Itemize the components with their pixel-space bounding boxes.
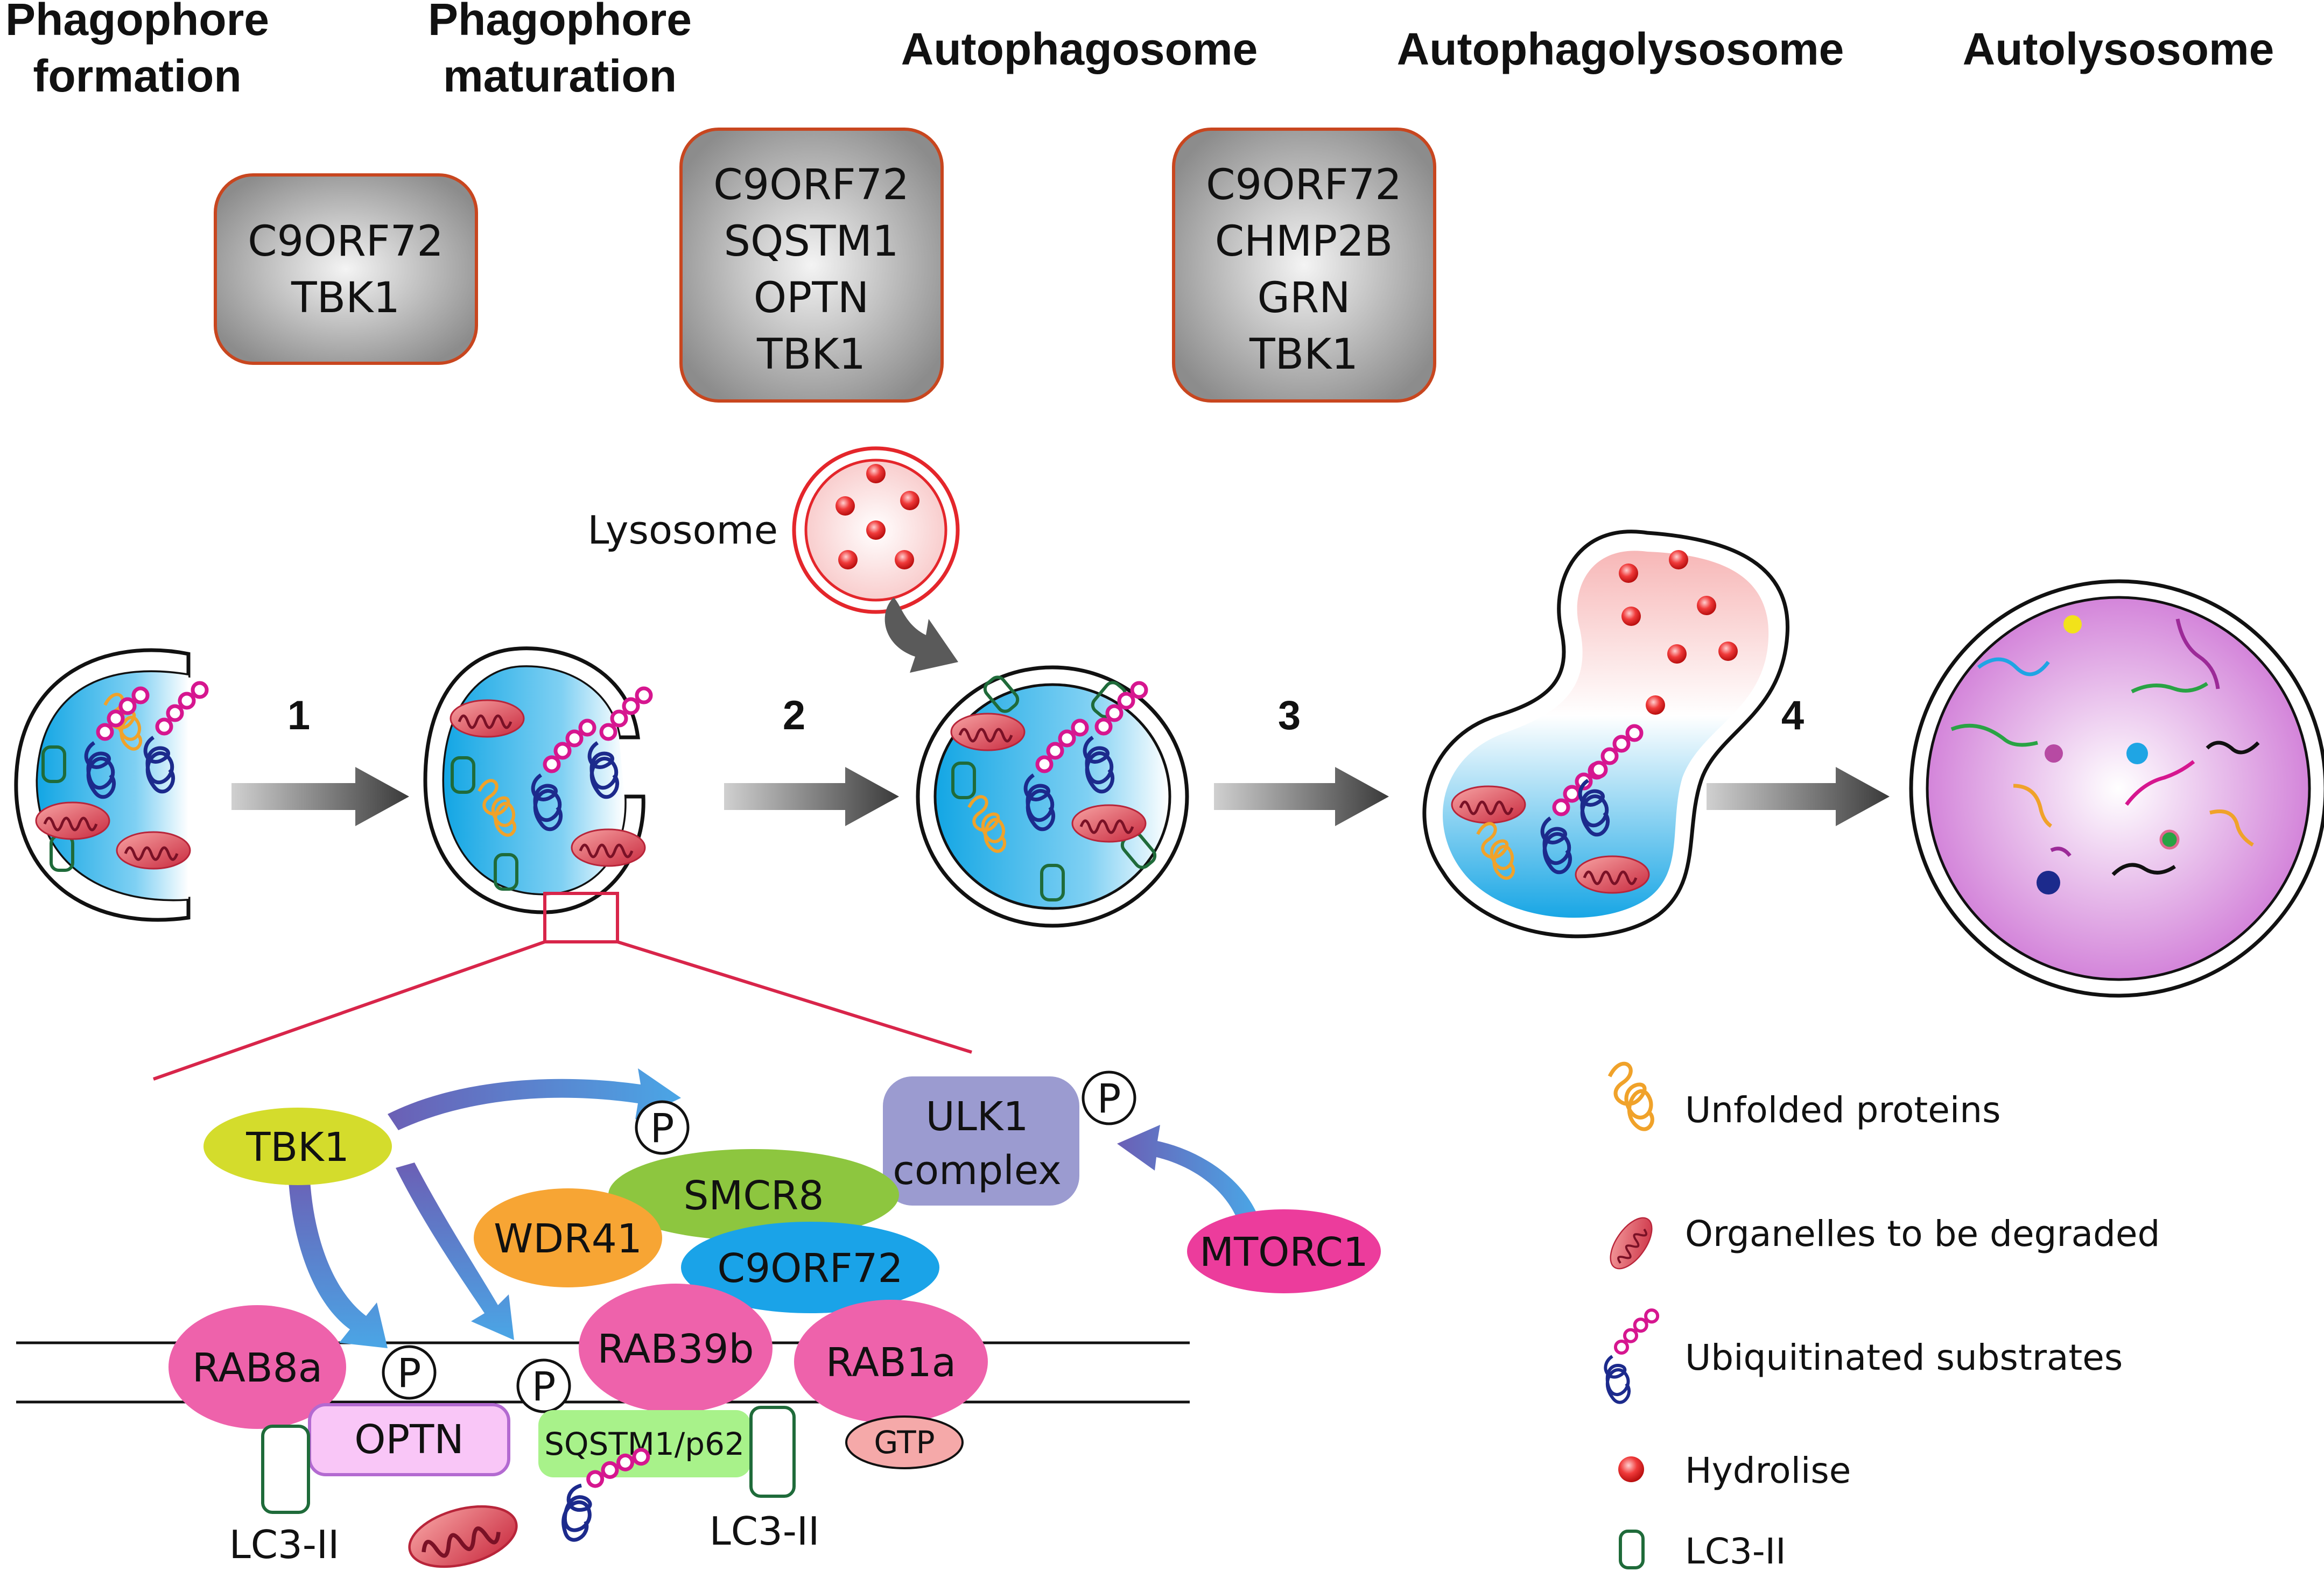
rab1a-label: RAB1a [826,1340,956,1386]
gene-box-3: C9ORF72 CHMP2B GRN TBK1 [1172,128,1436,403]
step-number-3: 3 [1278,693,1301,738]
mtorc1-label: MTORC1 [1199,1229,1368,1276]
ubiquitinated-substrate-icon [1605,1310,1658,1403]
c9orf72-label: C9ORF72 [717,1245,903,1292]
stage-title-2: Phagophore [428,0,692,45]
gtp-molecule: GTP [845,1415,964,1469]
lc3-right [749,1406,796,1498]
step-number-2: 2 [783,693,805,738]
smcr8-label: SMCR8 [684,1173,824,1219]
unfolded-protein-icon [1610,1063,1652,1129]
rab8a-protein: RAB8a [168,1305,346,1429]
cargo-mitochondrion [403,1496,523,1577]
p-marker-smcr8: P [635,1100,690,1155]
lc3-icon [1619,1530,1645,1569]
wdr41-label: WDR41 [494,1216,642,1262]
lysosome [792,446,960,614]
tbk1-label: TBK1 [245,1124,349,1171]
zoom-line-right [617,940,972,1054]
lc3-left [261,1425,310,1514]
lysosome-label: Lysosome [587,508,778,553]
hydrolase-icon [1618,1456,1644,1482]
step-arrow-2 [724,767,899,826]
autophagolysosome-cell [1422,530,1789,939]
gene-box-3-gene: TBK1 [1249,330,1358,379]
rab39b-label: RAB39b [598,1326,754,1372]
zoom-line-left [153,940,545,1081]
step-number-4: 4 [1781,693,1804,738]
c9orf72-protein: C9ORF72 [681,1222,939,1313]
gene-box-1-gene: TBK1 [291,274,400,322]
gene-box-2-gene: SQSTM1 [724,217,899,266]
gene-box-3-gene: C9ORF72 [1206,161,1402,209]
mtorc1-protein: MTORC1 [1187,1209,1381,1293]
zoom-region-box [543,892,619,943]
phagophore-formation-cell [14,648,207,922]
legend-label: Unfolded proteins [1685,1089,2000,1131]
autolysosome-cell [1909,579,2324,998]
ulk1-label-line1: ULK1 [926,1094,1029,1140]
gene-box-3-gene: CHMP2B [1215,217,1393,266]
p-marker-label: P [650,1105,675,1152]
stage-title-3: Autophagosome [901,24,1258,74]
step-number-1: 1 [287,693,310,738]
gtp-label: GTP [874,1424,935,1461]
mtorc1-to-ulk1-arrow [1117,1125,1257,1222]
p-marker-label: P [532,1364,556,1410]
legend-label: Ubiquitinated substrates [1685,1337,2123,1378]
p-marker-ulk1: P [1082,1070,1136,1125]
stage-title-2-line2: maturation [443,51,677,101]
gene-box-3-gene: GRN [1258,274,1351,322]
step-arrow-3 [1214,767,1389,826]
autophagosome-cell [916,665,1189,928]
gene-box-1: C9ORF72 TBK1 [214,173,478,365]
optn-label: OPTN [354,1417,464,1463]
tbk1-to-p-arrow [388,1068,681,1130]
step-arrow-4 [1707,767,1890,826]
legend-label: Organelles to be degraded [1685,1213,2160,1255]
ulk1-label-line2: complex [893,1147,1062,1194]
p-marker-label: P [397,1350,422,1397]
p-marker-label: P [1097,1076,1121,1122]
gene-box-2: C9ORF72 SQSTM1 OPTN TBK1 [679,128,944,403]
p-marker-optn: P [382,1345,437,1400]
lysosome-fusion-arrow [884,597,958,673]
sqstm1-protein: SQSTM1/p62 [538,1410,751,1477]
gene-box-2-gene: OPTN [754,274,869,322]
stage-title-5: Autolysosome [1963,24,2274,74]
rab8a-label: RAB8a [192,1345,322,1391]
optn-protein: OPTN [308,1403,510,1476]
tbk1-to-sqstm1-arrow [396,1163,514,1340]
lc3-right-label: LC3-II [710,1509,820,1554]
stage-title-4: Autophagolysosome [1397,24,1844,74]
ulk1-complex: ULK1 complex [883,1076,1079,1206]
smcr8-protein: SMCR8 [608,1149,899,1241]
stage-title-1-line2: formation [33,51,241,101]
gene-box-2-gene: C9ORF72 [713,161,909,209]
stage-title-1: Phagophore [5,0,269,45]
lc3-left-label: LC3-II [229,1522,340,1567]
p-marker-sqstm1: P [516,1358,571,1413]
step-arrow-1 [231,767,409,826]
rab39b-protein: RAB39b [579,1284,773,1413]
tbk1-protein: TBK1 [203,1108,392,1185]
phagophore-maturation-cell [423,646,651,943]
tbk1-to-optn-arrow [288,1171,388,1348]
legend: Unfolded proteins Organelles to be degra… [1603,1063,2160,1572]
gene-box-2-gene: TBK1 [756,330,866,379]
wdr41-protein: WDR41 [474,1188,662,1287]
legend-label: Hydrolise [1685,1450,1851,1491]
legend-label: LC3-II [1685,1531,1786,1572]
mitochondrion-icon [1603,1211,1660,1276]
rab1a-protein: RAB1a [794,1300,988,1424]
gene-box-1-gene: C9ORF72 [248,217,444,266]
